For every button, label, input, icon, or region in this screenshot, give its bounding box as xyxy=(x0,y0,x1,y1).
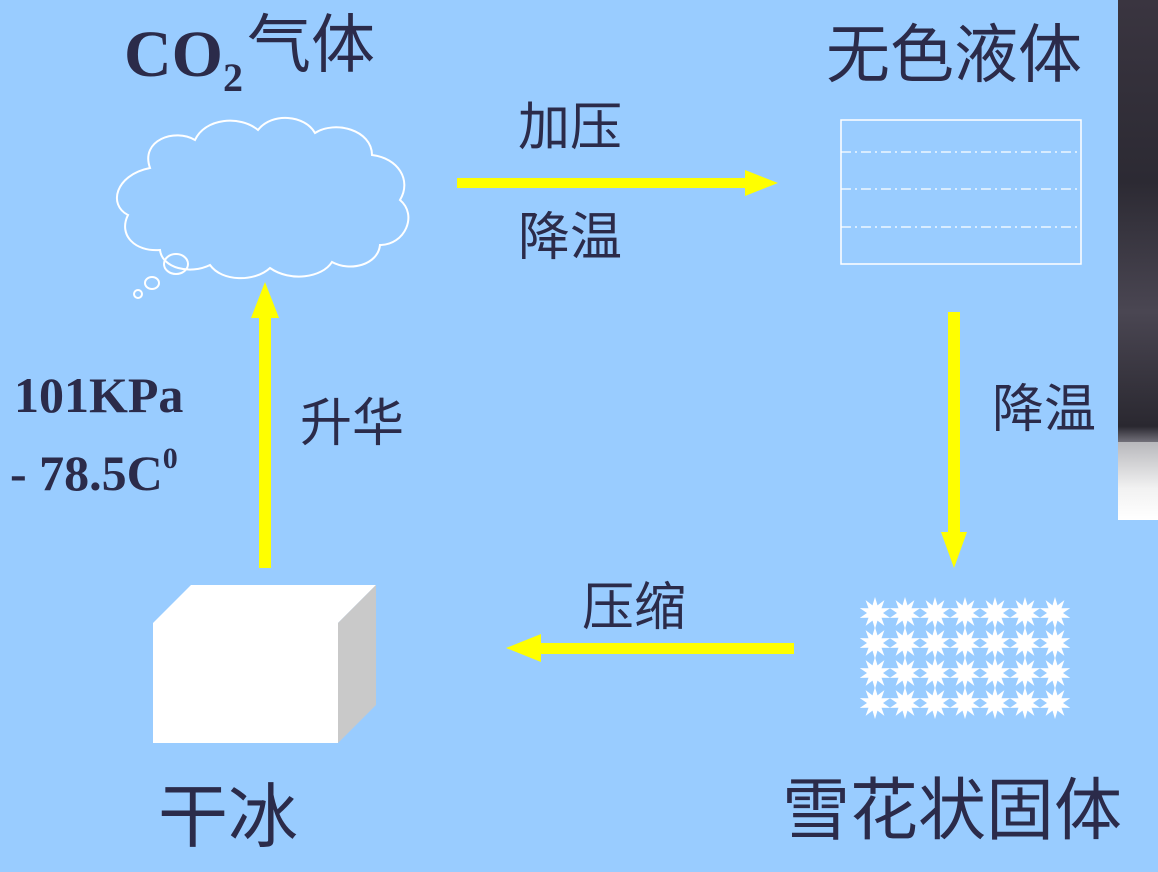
snowflake-icon xyxy=(859,597,891,629)
snowflake-icon xyxy=(889,687,921,719)
snowflake-icon xyxy=(919,657,951,689)
snowflake-icon xyxy=(889,597,921,629)
co2-suffix: 气体 xyxy=(247,9,375,83)
snowflake-icon xyxy=(859,657,891,689)
snowflake-icon xyxy=(1009,657,1041,689)
snowflake-icon xyxy=(889,627,921,659)
snowflake-icon xyxy=(919,597,951,629)
snowflake-grid-icon xyxy=(859,597,1071,719)
snowflake-icon xyxy=(1009,627,1041,659)
temperature-superscript: 0 xyxy=(162,442,178,476)
edge-compress-label: 压缩 xyxy=(582,578,687,638)
co2-subscript: 2 xyxy=(223,55,243,100)
co2-formula: CO xyxy=(124,18,223,91)
dry-ice-block-icon xyxy=(153,585,376,743)
photo-strip xyxy=(1118,0,1158,520)
edge-pressurize-label: 加压 xyxy=(518,98,623,158)
edge-sublimation-label: 升华 xyxy=(300,394,405,454)
snowflake-icon xyxy=(979,627,1011,659)
temperature-value: - 78.5C xyxy=(10,445,163,501)
arrow-liquid-to-snow xyxy=(941,312,967,568)
snowflake-icon xyxy=(1009,597,1041,629)
edge-cool-label-2: 降温 xyxy=(992,380,1097,440)
liquid-container-icon xyxy=(840,119,1082,265)
snowflake-icon xyxy=(979,597,1011,629)
condition-temperature-label: - 78.5C0 xyxy=(10,444,178,501)
snowflake-icon xyxy=(919,687,951,719)
snowflake-icon xyxy=(1009,687,1041,719)
node-dry-ice-label: 干冰 xyxy=(158,776,298,858)
snowflake-icon xyxy=(949,657,981,689)
snowflake-icon xyxy=(1039,657,1071,689)
snowflake-icon xyxy=(949,597,981,629)
snowflake-icon xyxy=(1039,687,1071,719)
snowflake-icon xyxy=(889,657,921,689)
condition-pressure-label: 101KPa xyxy=(14,367,184,423)
edge-cool-label-1: 降温 xyxy=(518,208,623,268)
node-snow-solid-label: 雪花状固体 xyxy=(782,772,1123,851)
snowflake-icon xyxy=(1039,597,1071,629)
snowflake-icon xyxy=(979,657,1011,689)
snowflake-icon xyxy=(949,627,981,659)
cloud-icon xyxy=(116,116,410,299)
snowflake-icon xyxy=(919,627,951,659)
snowflake-icon xyxy=(859,687,891,719)
arrow-snow-to-dryice xyxy=(506,634,794,662)
photo-strip-bottom xyxy=(1118,442,1158,520)
snowflake-icon xyxy=(949,687,981,719)
node-liquid-label: 无色液体 xyxy=(826,19,1082,93)
snowflake-icon xyxy=(859,627,891,659)
node-co2-gas-label: CO 2 气体 xyxy=(124,9,375,98)
arrow-dryice-to-gas xyxy=(251,282,279,568)
snowflake-icon xyxy=(1039,627,1071,659)
arrow-gas-to-liquid xyxy=(457,170,778,196)
snowflake-icon xyxy=(979,687,1011,719)
